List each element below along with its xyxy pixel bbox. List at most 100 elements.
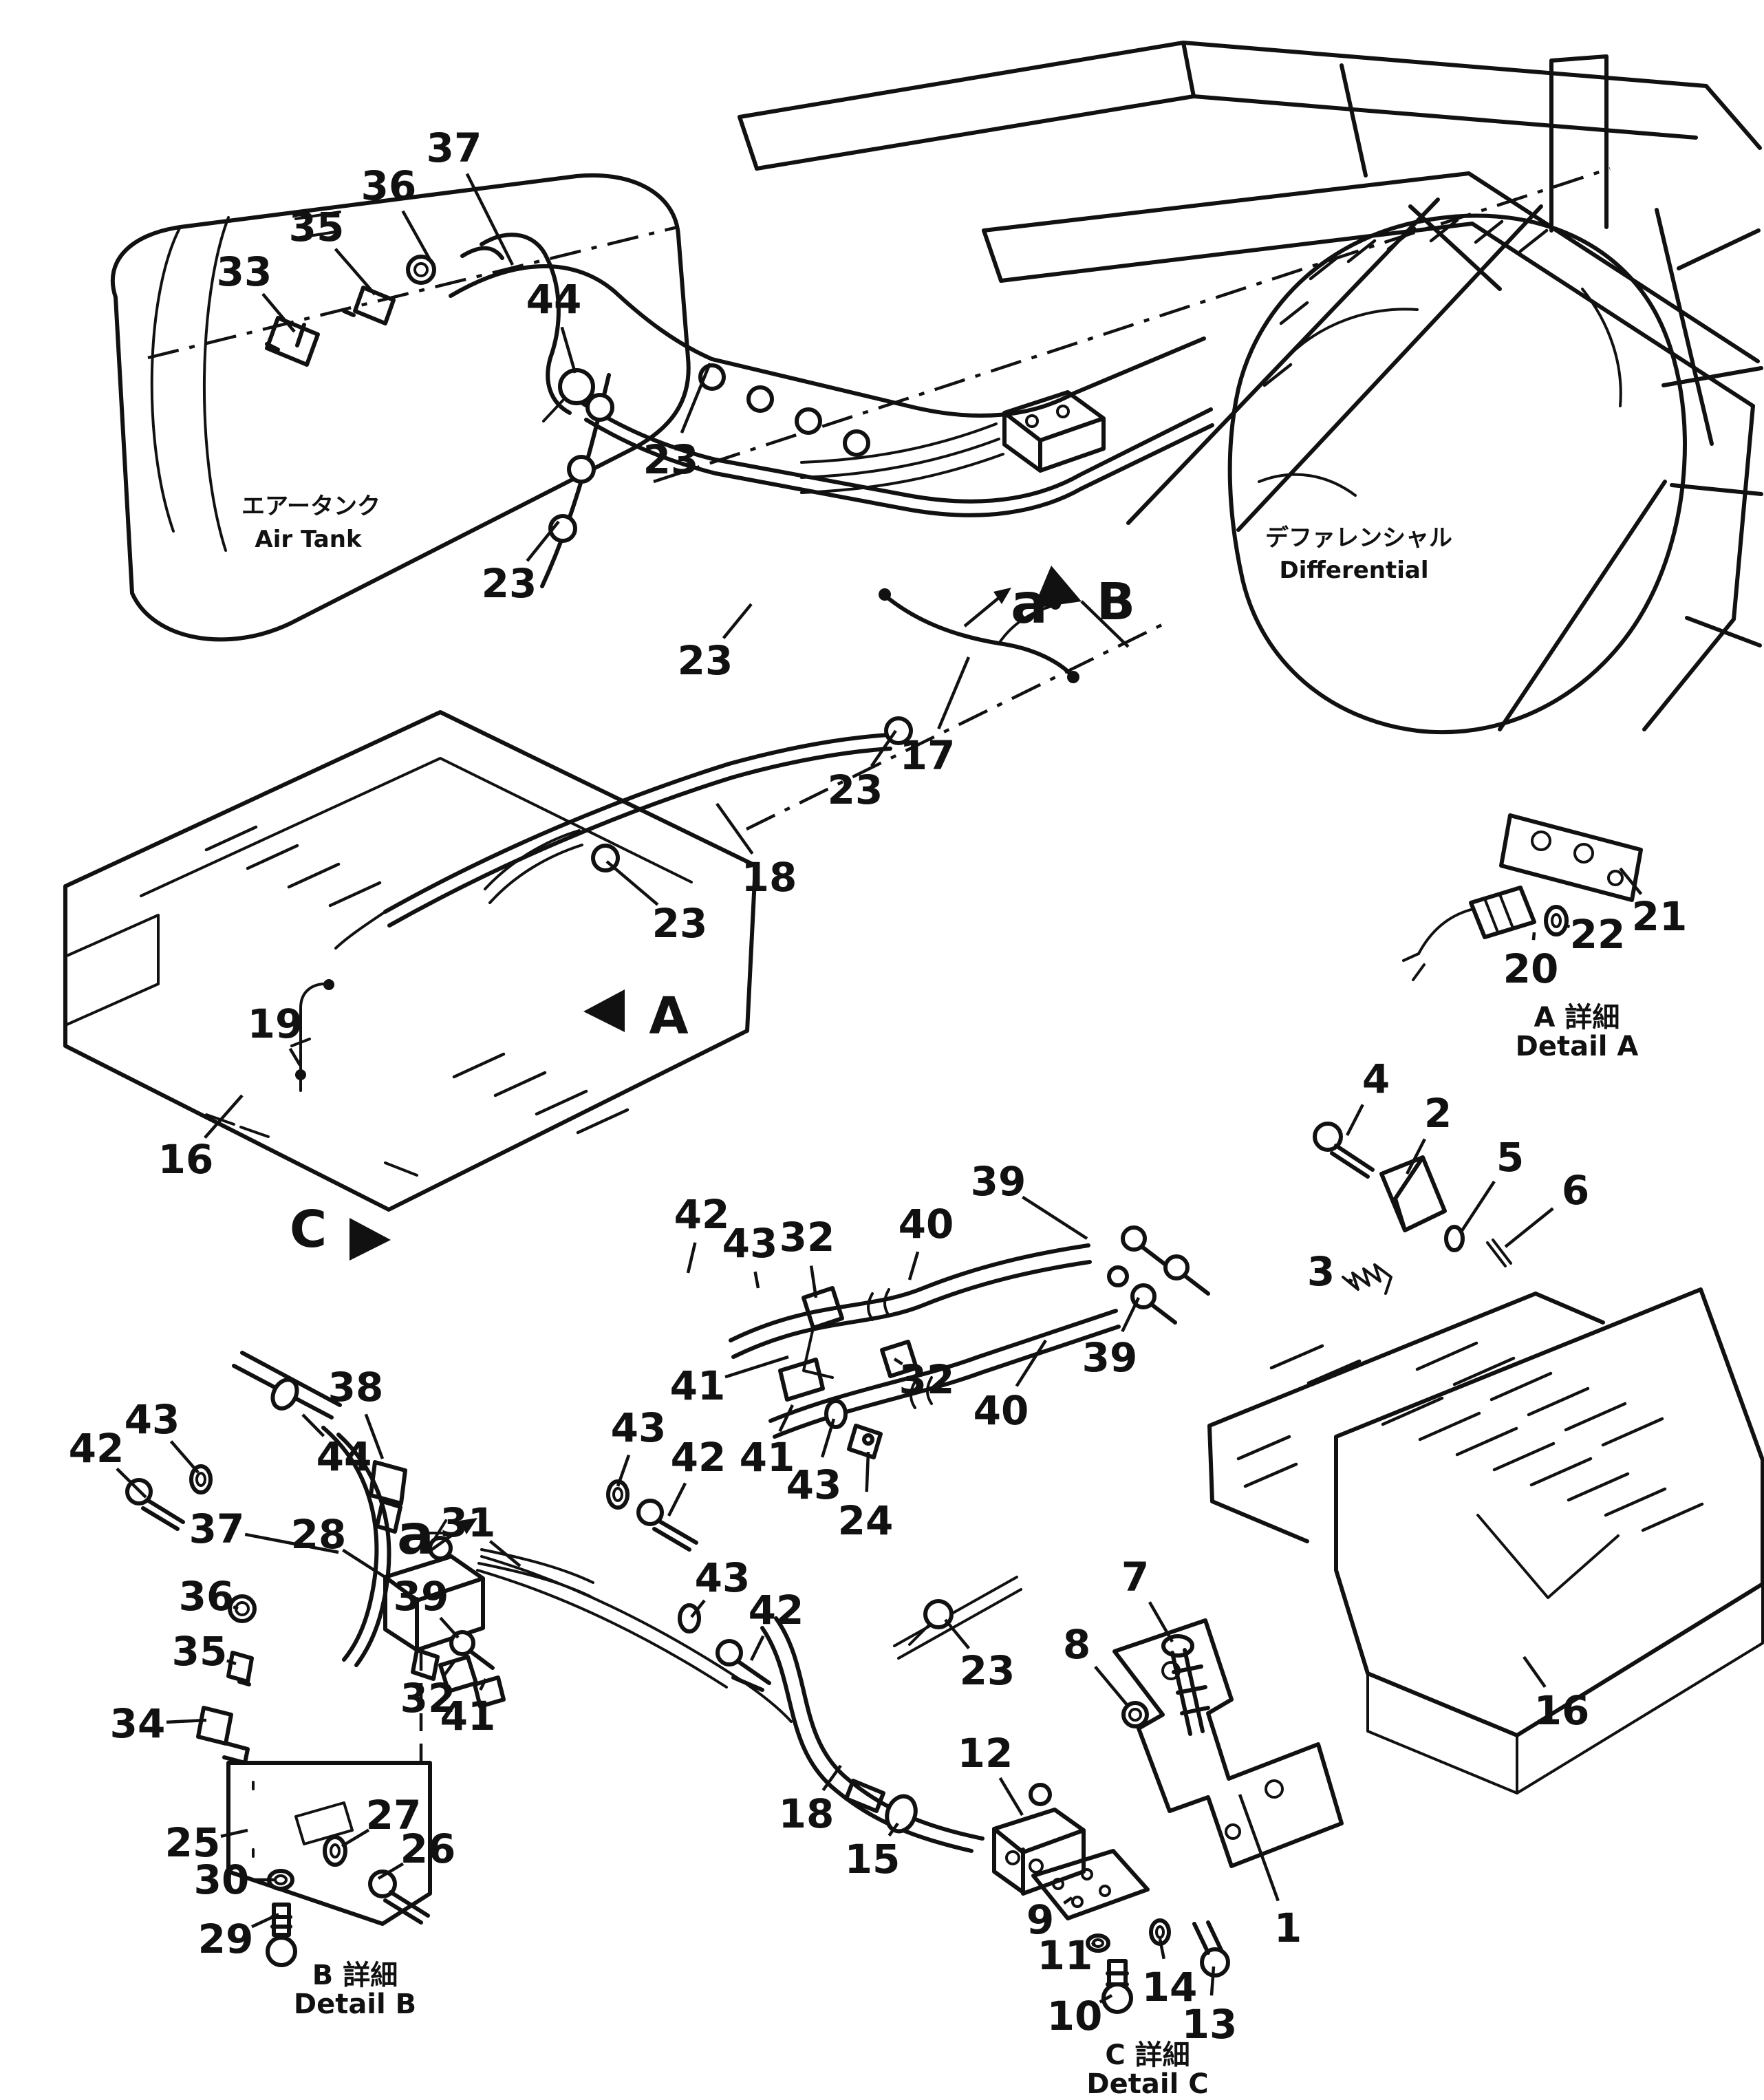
leader-line-25 (220, 1828, 248, 1838)
part-callout-19: 19 (248, 1000, 303, 1047)
leader-line-22 (1564, 923, 1571, 928)
leader-line-12 (998, 1777, 1024, 1817)
view-label-B: B (1097, 572, 1135, 632)
part-callout-36: 36 (361, 162, 417, 209)
part-callout-20: 20 (1503, 945, 1559, 992)
part-callout-39: 39 (394, 1573, 449, 1620)
leader-line-10 (1099, 1994, 1113, 2004)
part-callout-43: 43 (722, 1220, 778, 1267)
leader-line-18 (716, 802, 754, 855)
part-callout-4: 4 (1362, 1056, 1390, 1102)
differential-housing (1227, 213, 1763, 735)
part-callout-35: 35 (172, 1628, 228, 1675)
linkage-parts (1313, 1122, 1512, 1295)
part-callout-44: 44 (526, 276, 582, 323)
leader-line-42 (686, 1242, 697, 1274)
leader-line-43 (616, 1454, 631, 1487)
part-callout-16: 16 (158, 1136, 214, 1183)
part-callout-13: 13 (1182, 2001, 1238, 2048)
part-callout-10: 10 (1047, 1993, 1103, 2039)
leader-line-24 (865, 1451, 870, 1492)
leader-line-43 (753, 1271, 760, 1289)
part-callout-43: 43 (125, 1396, 180, 1443)
leader-line-15 (888, 1822, 899, 1837)
part-callout-42: 42 (749, 1587, 804, 1633)
part-callout-11: 11 (1037, 1932, 1093, 1979)
leader-line-35 (226, 1659, 237, 1666)
leader-line-39 (439, 1616, 460, 1639)
leader-line-29 (251, 1912, 279, 1929)
leader-line-44 (301, 1413, 325, 1437)
detail-a-assembly (1402, 813, 1643, 981)
leader-line-28 (342, 1548, 395, 1584)
part-callout-26: 26 (400, 1825, 456, 1872)
part-callout-23: 23 (652, 900, 708, 947)
leader-line-39 (1022, 1195, 1088, 1240)
view-c-arrow (349, 1218, 391, 1261)
part-callout-7: 7 (1121, 1554, 1149, 1600)
leader-line-36 (233, 1605, 239, 1611)
part-callout-33: 33 (217, 248, 272, 295)
part-callout-37: 37 (189, 1506, 245, 1552)
part-callout-42: 42 (674, 1191, 730, 1238)
detail-b-assembly (125, 1351, 594, 1967)
leader-line-9 (1063, 1896, 1073, 1905)
leader-line-14 (1158, 1938, 1165, 1960)
part-callout-18: 18 (742, 854, 797, 901)
view-a-small-arrow (993, 588, 1011, 604)
leader-line-31 (488, 1540, 521, 1567)
view-label-C: C (290, 1200, 327, 1259)
part-callout-44: 44 (316, 1433, 372, 1480)
leader-line-4 (1345, 1104, 1364, 1137)
callout-leaders (116, 173, 1643, 2004)
leader-line-23 (526, 520, 560, 562)
leader-line-16 (204, 1094, 244, 1139)
leader-line-13 (1209, 1966, 1216, 1996)
leader-line-40 (1015, 1339, 1047, 1387)
leader-line-17 (937, 656, 971, 730)
hose-assembly (476, 1225, 1210, 1723)
leader-line-44 (560, 326, 577, 374)
part-callout-9: 9 (1026, 1896, 1054, 1943)
view-b-arrow (1033, 566, 1082, 608)
part-callout-41: 41 (740, 1434, 795, 1481)
leader-line-42 (116, 1467, 147, 1499)
detail-b-caption-jp: B 詳細 (312, 1960, 398, 1991)
detail-a-caption-en: Detail A (1516, 1031, 1639, 1062)
leader-line-1 (1238, 1794, 1280, 1902)
machine-frame (653, 41, 1762, 831)
view-label-a: a (1011, 572, 1048, 636)
part-callout-40: 40 (974, 1387, 1029, 1434)
leader-line-41 (479, 1678, 488, 1691)
leader-line-41 (778, 1404, 795, 1433)
part-callout-24: 24 (838, 1497, 894, 1544)
differential-en-label: Differential (1279, 557, 1428, 584)
part-callout-25: 25 (165, 1819, 221, 1866)
part-callout-18: 18 (779, 1790, 835, 1837)
leader-line-19 (288, 1047, 301, 1067)
part-callout-42: 42 (69, 1425, 125, 1472)
part-callout-2: 2 (1424, 1090, 1452, 1137)
leader-line-18 (821, 1764, 842, 1792)
leader-line-43 (169, 1440, 200, 1474)
leader-line-42 (749, 1635, 765, 1661)
detail-b-caption-en: Detail B (294, 1989, 416, 2020)
leader-line-35 (334, 248, 376, 296)
floor-platform-left (63, 710, 757, 1212)
part-callout-23: 23 (482, 560, 537, 607)
part-callout-43: 43 (695, 1554, 751, 1601)
part-callout-42: 42 (671, 1434, 727, 1481)
leader-line-7 (1148, 1601, 1174, 1643)
part-callout-41: 41 (440, 1693, 496, 1739)
part-callout-23: 23 (643, 436, 699, 483)
part-callout-14: 14 (1142, 1964, 1198, 2011)
leader-line-42 (667, 1482, 687, 1517)
part-callout-5: 5 (1496, 1134, 1524, 1181)
part-callout-39: 39 (1082, 1334, 1138, 1381)
differential-jp-label: デファレンシャル (1265, 524, 1452, 552)
leader-line-36 (401, 210, 433, 265)
air-tank (110, 173, 691, 642)
detail-c-caption-en: Detail C (1086, 2068, 1208, 2100)
leader-line-21 (1619, 867, 1643, 895)
